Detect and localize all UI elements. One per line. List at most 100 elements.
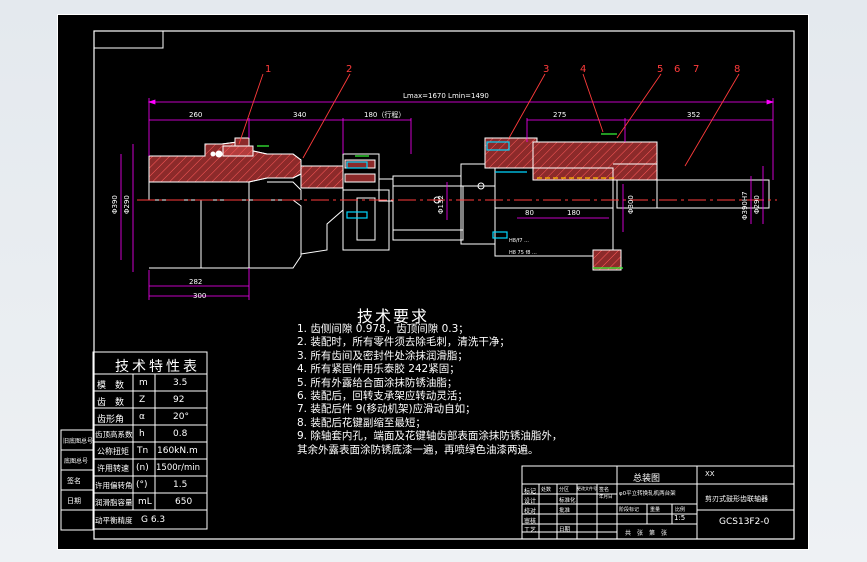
markers bbox=[257, 133, 623, 269]
title-block-grid bbox=[521, 465, 795, 540]
spec-value: 92 bbox=[173, 395, 185, 405]
spec-symbol: m bbox=[139, 378, 148, 388]
title-meta-stage: 阶段标记 bbox=[619, 507, 640, 513]
seal-elements bbox=[346, 141, 527, 239]
dim-phi300: Φ300 bbox=[627, 195, 635, 214]
dim-180-travel: 180（行程） bbox=[364, 110, 405, 119]
balloon-7: 7 bbox=[693, 64, 699, 75]
dim-phi290-left: Φ290 bbox=[123, 195, 131, 214]
fit-note-2: H8 75 f8 ... bbox=[509, 250, 537, 256]
title-row-label: 审核 bbox=[524, 518, 537, 525]
balloon-8: 8 bbox=[734, 64, 740, 75]
spec-name: 许用转速 bbox=[97, 464, 129, 473]
title-meta-weight: 重量 bbox=[650, 507, 661, 513]
title-row-label: 校对 bbox=[524, 508, 537, 515]
spec-value: 0.8 bbox=[173, 429, 188, 439]
side-label: 签名 bbox=[67, 477, 81, 485]
title-row-label: 工艺 bbox=[524, 527, 537, 534]
dim-275: 275 bbox=[553, 111, 566, 119]
balloon-6: 6 bbox=[674, 64, 680, 75]
spec-symbol: (°) bbox=[136, 480, 148, 490]
assembly-drawing: 1 2 3 4 5 6 7 8 Lmax=1670 Lmin=1490 260 … bbox=[57, 14, 809, 550]
title-col-label: 更改文件号 bbox=[577, 486, 597, 491]
requirement-item: 2. 装配时，所有零件须去除毛刺，清洗干净； bbox=[297, 336, 510, 349]
title-meta-scale: 比例 bbox=[675, 507, 686, 513]
spec-symbol: h bbox=[139, 429, 145, 439]
spec-name: 公称扭矩 bbox=[97, 447, 129, 456]
requirements-title: 技术要求 bbox=[357, 307, 430, 326]
side-label: 日期 bbox=[67, 497, 81, 505]
corner-block bbox=[93, 30, 164, 49]
spec-value: 3.5 bbox=[173, 378, 188, 388]
requirement-item: 3. 所有齿间及密封件处涂抹润滑脂； bbox=[297, 349, 468, 362]
spec-symbol: (n) bbox=[136, 463, 149, 473]
title-assembly: 总装图 bbox=[633, 474, 661, 484]
title-cell: 批准 bbox=[559, 508, 571, 514]
balloon-4: 4 bbox=[580, 64, 586, 75]
spec-table-title: 技术特性表 bbox=[115, 359, 200, 375]
requirement-item: 1. 齿侧间隙 0.978，齿顶间隙 0.3； bbox=[297, 323, 469, 335]
left-hub bbox=[148, 137, 302, 269]
dimension-labels: Lmax=1670 Lmin=1490 260 340 180（行程） 275 … bbox=[111, 92, 761, 300]
title-scale: 1:5 bbox=[674, 514, 686, 522]
spec-name: 动平衡精度 bbox=[95, 516, 133, 525]
side-label: 旧底图总号 bbox=[63, 438, 94, 445]
requirement-item: 8. 装配后花键副缩至最短； bbox=[297, 416, 426, 429]
balloon-labels: 1 2 3 4 5 6 7 8 bbox=[265, 64, 740, 75]
spline-shaft bbox=[300, 153, 464, 255]
requirement-item: 9. 除轴套内孔，端面及花键轴齿部表面涂抹防锈油脂外， bbox=[297, 430, 563, 443]
title-machine: φ0平立转换轧机两台架 bbox=[619, 491, 676, 497]
dim-phi390-left: Φ390 bbox=[111, 195, 119, 214]
dim-phi290-right: Φ290 bbox=[753, 195, 761, 214]
dim-260: 260 bbox=[189, 111, 202, 119]
dim-352: 352 bbox=[687, 111, 700, 119]
spec-value: 1500r/min bbox=[156, 463, 201, 473]
title-cell: 标准化 bbox=[559, 498, 576, 504]
spec-value: 1.5 bbox=[173, 480, 188, 490]
spec-value: G 6.3 bbox=[141, 515, 166, 525]
requirement-item: 5. 所有外露给合面涂抹防锈油脂； bbox=[297, 376, 458, 389]
dim-180: 180 bbox=[567, 209, 580, 217]
outer-frame bbox=[57, 14, 809, 550]
spec-name: 许用偏转角 bbox=[95, 481, 133, 490]
dim-phi132: Φ132 bbox=[437, 195, 445, 214]
gear-ring bbox=[210, 137, 254, 158]
lmax-lmin-label: Lmax=1670 Lmin=1490 bbox=[403, 92, 489, 100]
balloon-5: 5 bbox=[657, 64, 663, 75]
spec-symbol: α bbox=[139, 412, 145, 422]
spec-name: 齿 数 bbox=[97, 398, 125, 408]
requirement-item: 6. 装配后，回转支承架应转动灵活； bbox=[297, 390, 468, 402]
dim-phi390h7: Φ390H7 bbox=[741, 191, 749, 220]
inner-frame bbox=[93, 30, 795, 540]
title-xx: XX bbox=[705, 470, 715, 478]
right-hub bbox=[433, 137, 770, 271]
title-col-label: 年月日 bbox=[599, 495, 613, 500]
side-column bbox=[60, 429, 94, 531]
spec-name: 模 数 bbox=[97, 381, 125, 391]
balloon-3: 3 bbox=[543, 64, 549, 75]
side-label: 底图总号 bbox=[64, 458, 89, 465]
spec-value: 20° bbox=[173, 412, 189, 422]
spec-name: 齿形角 bbox=[97, 415, 125, 425]
title-sheet: 共 张 第 张 bbox=[625, 530, 668, 537]
spec-symbol: Tn bbox=[137, 446, 149, 456]
dim-300: 300 bbox=[193, 292, 206, 300]
title-product-name: 剪刃式鼓形齿联轴器 bbox=[705, 495, 768, 503]
requirement-item: 其余外露表面涂防锈底漆一遍，再喷绿色油漆两遍。 bbox=[297, 443, 539, 456]
dim-80: 80 bbox=[525, 209, 534, 217]
dim-340: 340 bbox=[293, 111, 306, 119]
requirement-item: 7. 装配后件 9(移动机架)应滑动自如； bbox=[297, 403, 476, 416]
spec-symbol: mL bbox=[138, 497, 152, 507]
spec-name: 润滑脂容量 bbox=[95, 498, 133, 507]
drawing-sheet: 1 2 3 4 5 6 7 8 Lmax=1670 Lmin=1490 260 … bbox=[57, 14, 809, 550]
spec-symbol: Z bbox=[139, 395, 146, 405]
spec-value: 650 bbox=[175, 497, 193, 507]
spec-name: 齿顶高系数 bbox=[95, 430, 133, 439]
title-row-label: 标记 bbox=[524, 488, 537, 495]
dim-282: 282 bbox=[189, 278, 202, 286]
spec-value: 160kN.m bbox=[157, 446, 198, 456]
balloon-1: 1 bbox=[265, 64, 271, 75]
requirement-item: 4. 所有紧固件用乐泰胶 242紧固； bbox=[297, 363, 460, 376]
title-col-label: 处数 bbox=[541, 487, 552, 493]
